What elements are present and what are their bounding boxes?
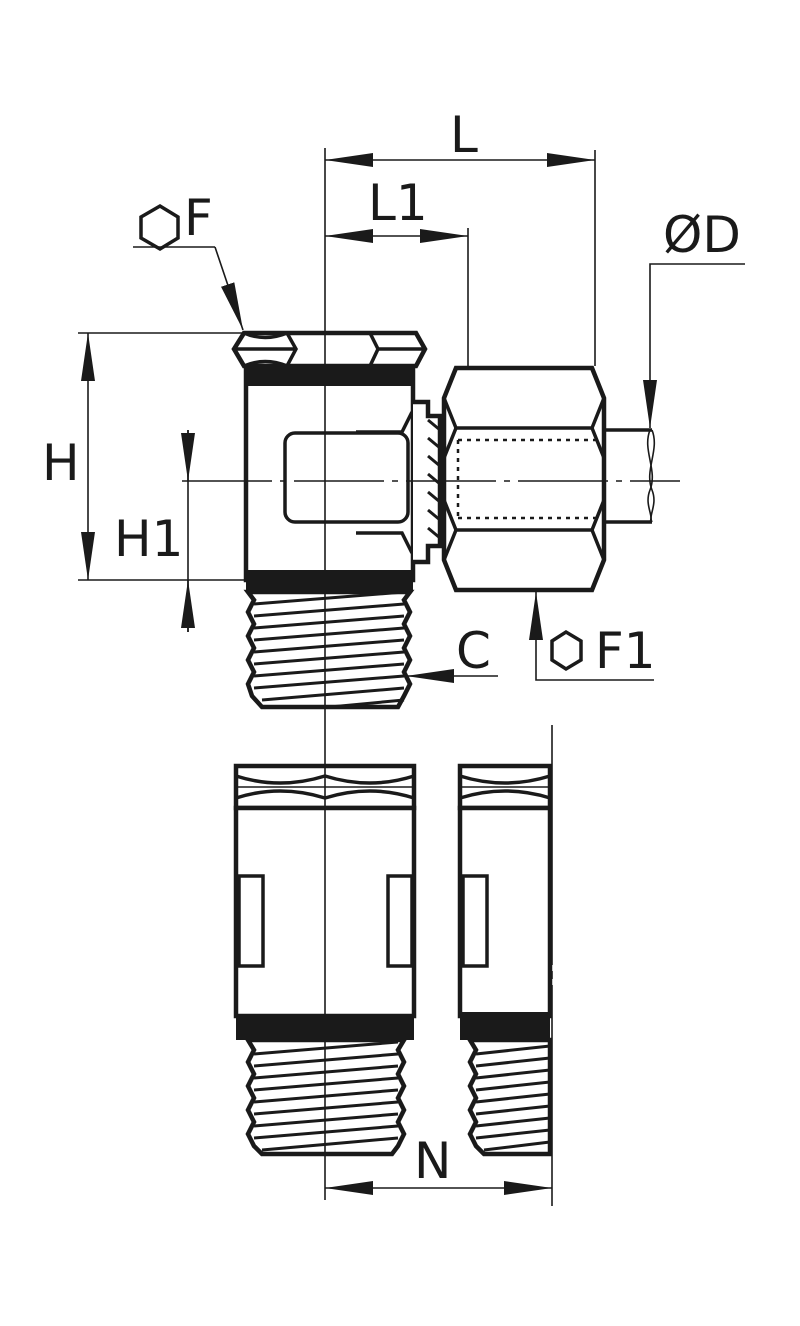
side-hex-nut: [441, 365, 607, 593]
label-H: H: [42, 434, 80, 492]
label-H1: H1: [114, 510, 183, 568]
label-L1: L1: [368, 174, 428, 232]
dimension-F: F: [133, 189, 244, 331]
label-F1: F1: [595, 622, 656, 680]
dimension-D: ØD: [643, 206, 745, 428]
threaded-stud: [243, 589, 415, 710]
top-view-fitting: [182, 148, 680, 745]
dimension-H1: H1: [114, 430, 195, 632]
dimension-F1: F1: [529, 592, 656, 681]
dimension-H: H: [42, 332, 244, 581]
bottom-view-left: [233, 745, 417, 1200]
bottom-view-right: [457, 725, 553, 1206]
label-C: C: [456, 622, 491, 680]
label-N: N: [414, 1132, 451, 1190]
dimension-L: L: [325, 106, 596, 366]
top-hex-nut: [231, 330, 428, 369]
dimension-C: C: [406, 622, 498, 683]
hexagon-icon: [550, 629, 583, 672]
label-D: ØD: [663, 206, 741, 264]
dimension-N: N: [325, 1132, 552, 1195]
hexagon-icon: [139, 203, 180, 252]
tube: [604, 428, 656, 524]
label-F: F: [184, 189, 213, 247]
label-L: L: [450, 106, 478, 164]
dimension-L1: L1: [325, 174, 469, 366]
